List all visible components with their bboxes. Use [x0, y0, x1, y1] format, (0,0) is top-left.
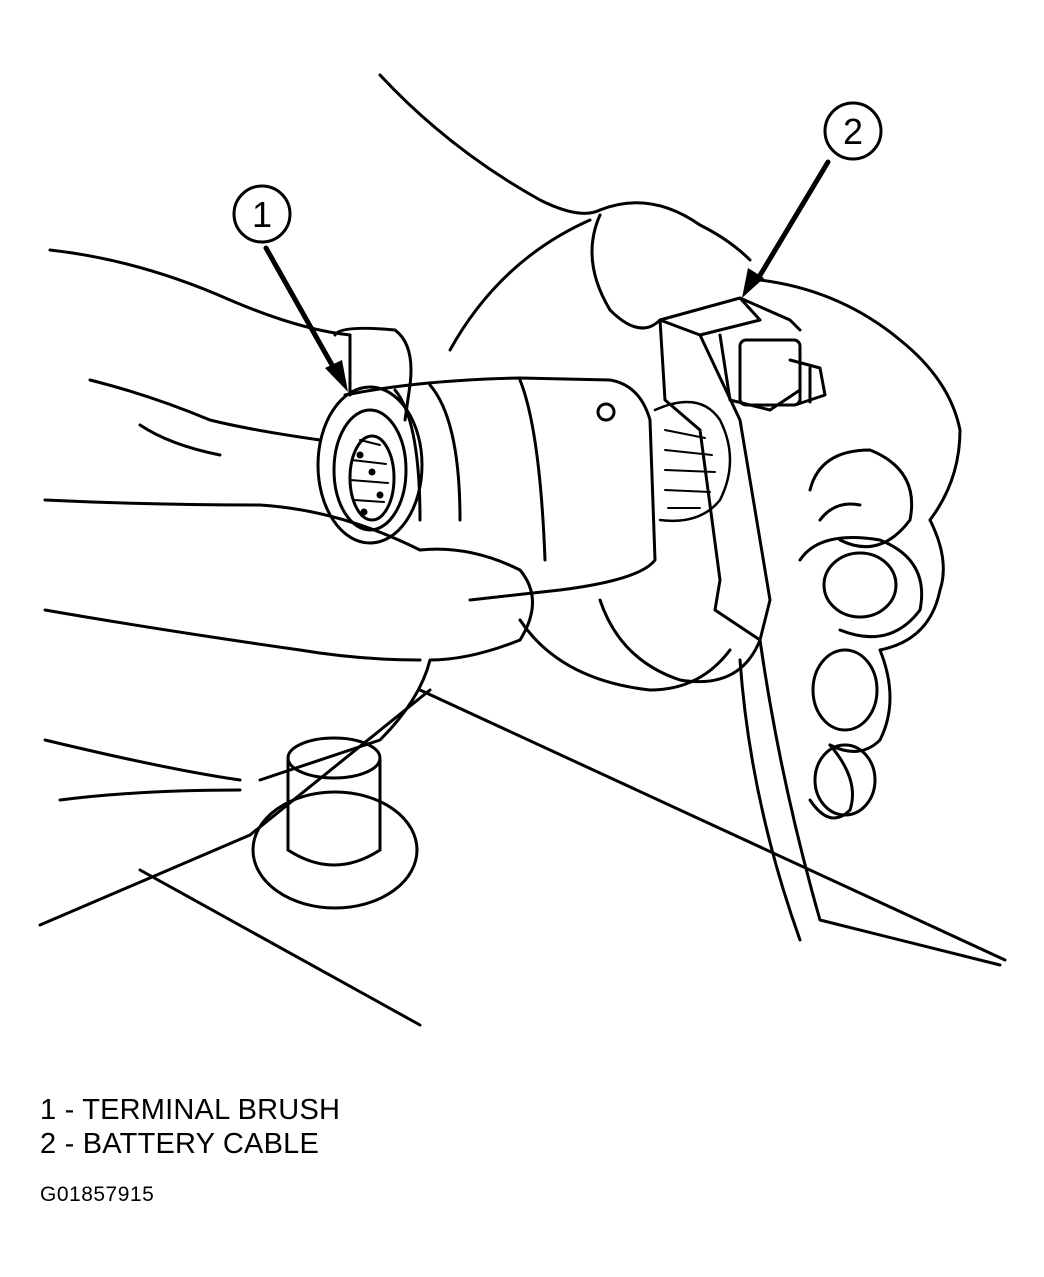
callout-1-arrow [263, 245, 339, 375]
terminal-brush [316, 376, 732, 602]
battery-case [38, 688, 1007, 1027]
callout-2-arrow [753, 159, 831, 285]
legend-item-terminal-brush: 1 - TERMINAL BRUSH [40, 1093, 340, 1127]
callout-2: 2 [742, 101, 883, 298]
legend-number: 1 [40, 1094, 57, 1126]
right-hand [378, 73, 962, 820]
legend-separator: - [56, 1094, 83, 1126]
legend: 1 - TERMINAL BRUSH 2 - BATTERY CABLE [40, 1093, 340, 1161]
callout-2-circle [823, 101, 883, 161]
terminal-cleaning-illustration: 1 2 [38, 73, 1007, 1027]
battery-post [251, 736, 419, 910]
callout-1-circle [232, 184, 292, 244]
figure-id: G01857915 [40, 1183, 155, 1206]
legend-separator: - [56, 1128, 83, 1160]
cable-clamp [658, 296, 827, 642]
legend-number: 2 [40, 1128, 57, 1160]
legend-label: TERMINAL BRUSH [82, 1094, 341, 1126]
callout-2-number: 2 [843, 111, 863, 152]
legend-item-battery-cable: 2 - BATTERY CABLE [40, 1127, 340, 1161]
callout-1-number: 1 [252, 194, 272, 235]
battery-cable [598, 598, 1002, 967]
legend-label: BATTERY CABLE [82, 1128, 320, 1160]
callout-1: 1 [232, 184, 348, 392]
